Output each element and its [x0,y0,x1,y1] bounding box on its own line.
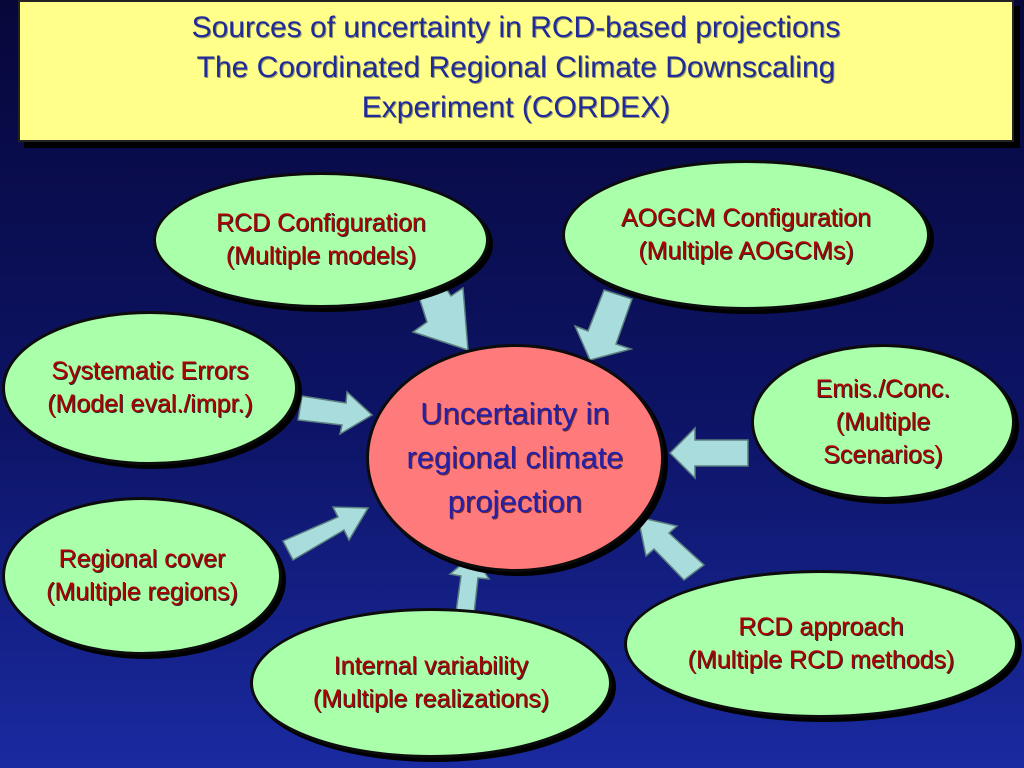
title-line-2: The Coordinated Regional Climate Downsca… [196,51,836,84]
source-rcd-approach-detail: (Multiple RCD methods) [687,646,955,674]
source-regional-cover-title: Regional cover [58,545,226,573]
source-systematic-errors-title: Systematic Errors [51,357,249,385]
source-systematic-errors-detail: (Model eval./impr.) [47,390,253,418]
source-emissions-title: Emis./Conc. [815,374,951,403]
source-aogcm-configuration-detail: (Multiple AOGCMs) [638,237,854,265]
source-rcd-configuration-title: RCD Configuration [216,209,426,237]
source-regional-cover-detail: (Multiple regions) [46,578,238,606]
arrow-aogcm-config [573,289,634,361]
central-node-line-2: regional climate [406,440,624,475]
source-regional-cover: Regional cover (Multiple regions) [2,497,282,655]
source-emissions-detail-1: (Multiple [835,407,931,436]
arrow-systematic-errors [297,390,374,436]
source-internal-variability-detail: (Multiple realizations) [312,685,550,713]
source-rcd-approach-title: RCD approach [738,613,904,641]
source-rcd-configuration: RCD Configuration (Multiple models) [153,172,489,308]
arrow-regional-cover [281,506,370,562]
arrow-rcd-approach [637,516,706,581]
source-aogcm-configuration: AOGCM Configuration (Multiple AOGCMs) [562,160,930,310]
central-node-line-1: Uncertainty in [420,396,610,431]
central-uncertainty-node: Uncertainty in regional climate projecti… [366,344,664,572]
source-emissions-detail-2: Scenarios) [823,440,943,469]
source-emissions-concentrations: Emis./Conc. (Multiple Scenarios) [751,344,1015,500]
source-internal-variability-title: Internal variability [333,652,529,680]
central-node-line-3: projection [447,484,583,519]
title-line-3: Experiment (CORDEX) [361,91,671,124]
source-rcd-approach: RCD approach (Multiple RCD methods) [624,570,1018,718]
title-box: Sources of uncertainty in RCD-based proj… [18,0,1014,142]
source-systematic-errors: Systematic Errors (Model eval./impr.) [2,311,298,465]
source-internal-variability: Internal variability (Multiple realizati… [250,608,612,758]
source-aogcm-configuration-title: AOGCM Configuration [620,204,872,232]
title-line-1: Sources of uncertainty in RCD-based proj… [191,11,841,44]
source-rcd-configuration-detail: (Multiple models) [225,242,417,270]
arrow-emissions [668,426,749,480]
